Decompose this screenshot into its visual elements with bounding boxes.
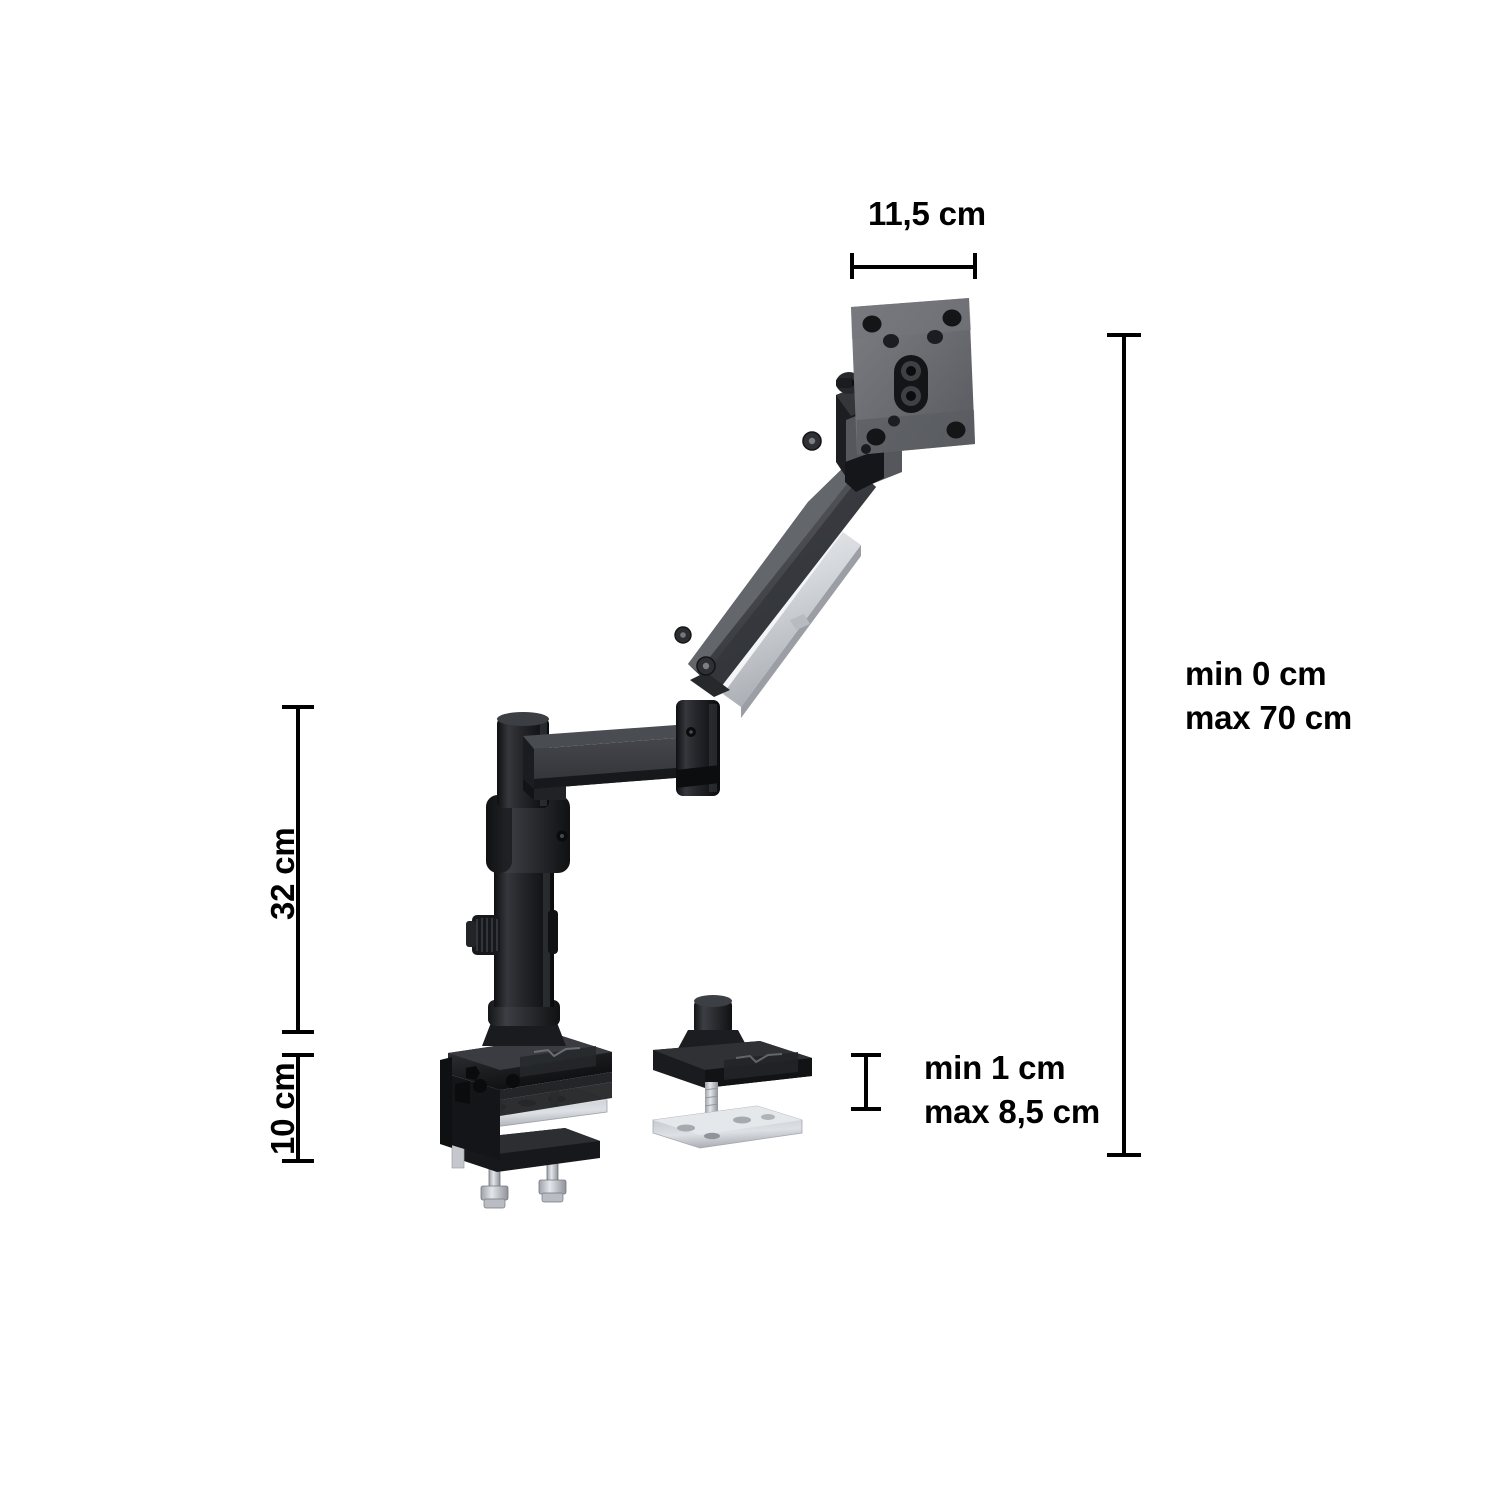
vertical-pole xyxy=(466,845,566,1046)
dimension-tick-left xyxy=(850,253,854,279)
grommet-backing-plate xyxy=(652,1105,803,1149)
vesa-plate xyxy=(851,298,975,455)
dimension-label-desk-thickness: min 1 cm max 8,5 cm xyxy=(924,1046,1100,1133)
pole-upper-section xyxy=(497,712,549,808)
lower-horizontal-arm xyxy=(523,724,701,800)
dimension-label-height-max: max 70 cm xyxy=(1185,698,1352,736)
gas-spring-cover xyxy=(674,431,876,697)
grommet-mount xyxy=(652,995,812,1149)
dimension-tick-bottom xyxy=(1107,1153,1141,1157)
grommet-bolt xyxy=(704,1082,719,1136)
dimension-label-vesa-width: 11,5 cm xyxy=(868,195,986,232)
dimension-label-desk-max: max 8,5 cm xyxy=(924,1092,1100,1130)
dimension-label-clamp-depth: 10 cm xyxy=(264,1062,301,1155)
tilt-head xyxy=(836,372,902,492)
dimension-rule-height-range xyxy=(1122,335,1126,1157)
vesa-centre-boss xyxy=(894,355,928,413)
dimension-tick-bottom xyxy=(851,1107,881,1111)
gas-spring-arm xyxy=(674,431,876,718)
desk-clamp-assembly xyxy=(440,1036,612,1209)
dimension-label-height-range: min 0 cm max 70 cm xyxy=(1185,652,1352,739)
dimension-label-height-min: min 0 cm xyxy=(1185,655,1327,692)
dimension-rule-desk-thickness xyxy=(864,1055,868,1111)
gas-cylinder xyxy=(716,527,861,718)
clamp-bracket xyxy=(451,1075,608,1169)
clamp-pressure-plate xyxy=(455,1128,600,1172)
dimension-tick-bottom xyxy=(282,1030,314,1034)
dimension-tick-top xyxy=(1107,333,1141,337)
dimension-tick-right xyxy=(973,253,977,279)
dimension-tick-top xyxy=(851,1053,881,1057)
clamp-bolts xyxy=(480,1151,567,1209)
clamp-body xyxy=(440,1036,612,1160)
pole-collar-joint xyxy=(486,795,570,873)
dimension-tick-top xyxy=(282,705,314,709)
dimension-tick-bottom xyxy=(282,1159,314,1163)
dimension-rule-pole-height xyxy=(296,707,300,1034)
dimension-rule-vesa-width xyxy=(850,265,977,269)
height-adjust-knob xyxy=(466,915,500,955)
elbow-column xyxy=(676,700,720,796)
dimension-tick-top xyxy=(282,1053,314,1057)
dimension-label-pole-height: 32 cm xyxy=(264,827,301,920)
dimension-label-desk-min: min 1 cm xyxy=(924,1049,1066,1086)
dimension-rule-clamp-depth xyxy=(296,1055,300,1163)
